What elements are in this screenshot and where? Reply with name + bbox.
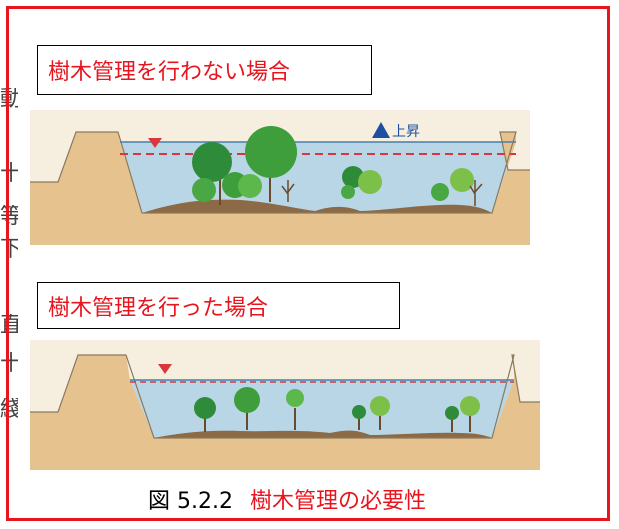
tree	[192, 142, 232, 182]
tree	[352, 405, 366, 419]
rise-marker-icon	[372, 122, 390, 138]
figure-number: 図 5.2.2	[148, 489, 233, 514]
figure-frame	[6, 6, 610, 521]
background-text-fragment: 十	[0, 352, 18, 376]
diagram-with-management	[30, 340, 540, 470]
water-level-marker	[158, 364, 172, 374]
ground	[30, 213, 530, 245]
diagram-without-management: 上昇	[30, 110, 530, 245]
background-text-fragment: 動	[0, 88, 18, 112]
tree	[370, 396, 390, 416]
channel-outline	[30, 131, 530, 214]
background-text-fragment: 綫	[0, 398, 18, 422]
label-without-management: 樹木管理を行わない場合	[37, 45, 372, 95]
tree	[460, 396, 480, 416]
water-level-marker	[148, 138, 162, 148]
background-text-fragment: 下	[0, 238, 18, 262]
tree	[234, 387, 260, 413]
channel-outline	[30, 354, 540, 439]
background-text-fragment: 十	[0, 162, 18, 186]
tree	[358, 170, 382, 194]
background-text-fragment: 直	[0, 314, 18, 338]
tree	[192, 178, 216, 202]
tree	[286, 389, 304, 407]
ground	[30, 438, 540, 470]
label-without-management-text: 樹木管理を行わない場合	[48, 60, 291, 85]
trees	[194, 387, 480, 432]
tree	[341, 185, 355, 199]
label-with-management-text: 樹木管理を行った場合	[48, 295, 269, 321]
figure-title: 樹木管理の必要性	[249, 489, 426, 514]
tree	[450, 168, 474, 192]
background-text-fragment: 等	[0, 205, 18, 229]
riverbed	[154, 430, 492, 438]
tree	[238, 174, 262, 198]
trees	[192, 126, 483, 206]
tree	[194, 397, 216, 419]
label-with-management: 樹木管理を行った場合	[37, 282, 400, 329]
tree	[245, 126, 297, 178]
water	[130, 380, 514, 438]
rise-label: 上昇	[392, 124, 420, 140]
tree	[445, 406, 459, 420]
figure-caption: 図 5.2.2 樹木管理の必要性	[148, 483, 426, 515]
tree	[431, 183, 449, 201]
riverbed	[142, 199, 492, 213]
